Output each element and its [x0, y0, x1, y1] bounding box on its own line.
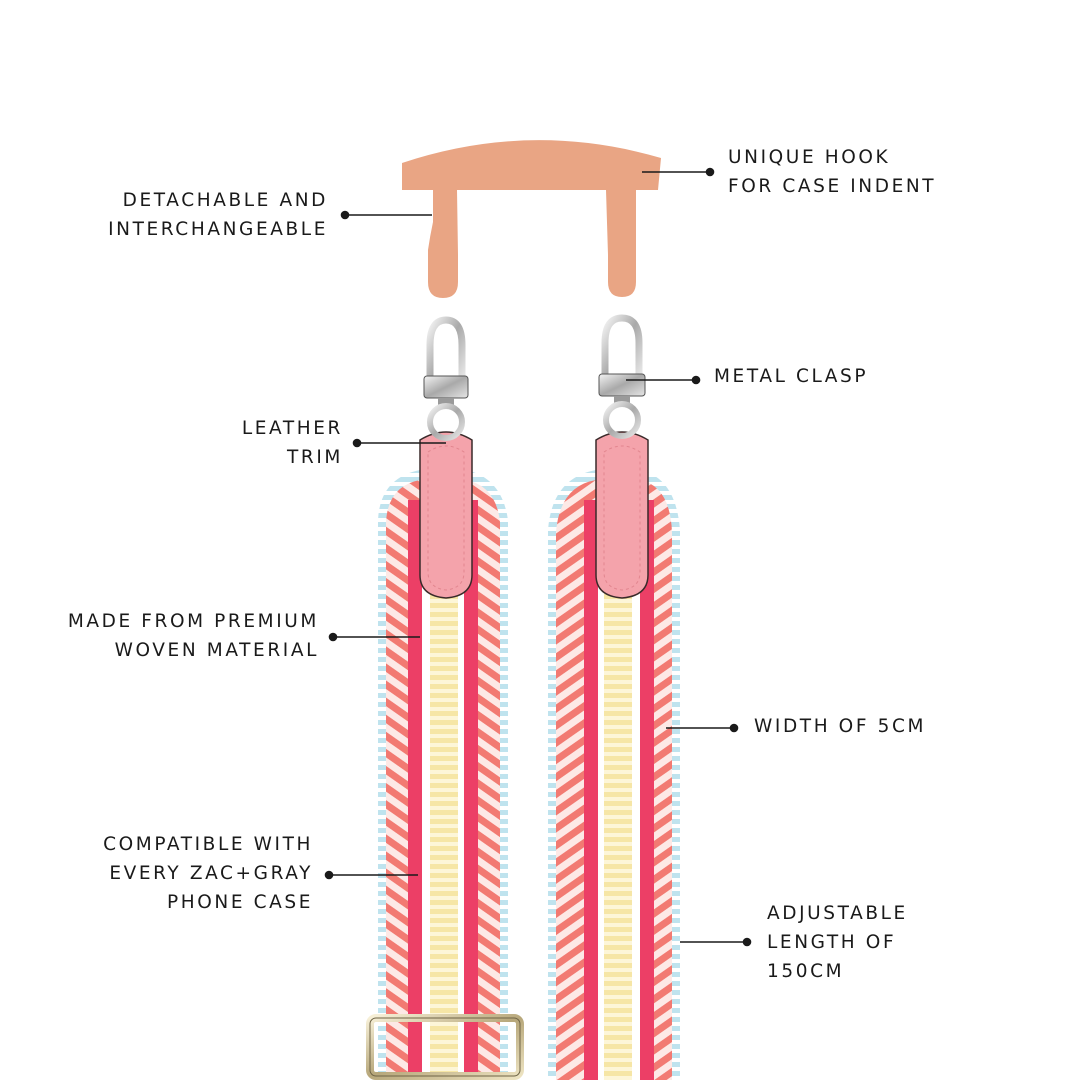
- label-compatible: COMPATIBLE WITH EVERY ZAC+GRAY PHONE CAS…: [103, 834, 313, 913]
- leader-lines: [324, 167, 752, 947]
- label-detachable: DETACHABLE AND INTERCHANGEABLE: [108, 190, 328, 240]
- leather-trim-right: [595, 431, 649, 599]
- woven-strap-left: [378, 470, 508, 1080]
- label-length: ADJUSTABLE LENGTH OF 150CM: [767, 903, 908, 982]
- label-unique-hook: UNIQUE HOOK FOR CASE INDENT: [728, 147, 937, 197]
- phone-hook-icon: [402, 140, 661, 298]
- metal-clasp-right-icon: [598, 314, 646, 439]
- label-width: WIDTH OF 5CM: [754, 716, 927, 737]
- metal-clasp-icon: [423, 316, 469, 441]
- leather-trim-left: [419, 431, 473, 599]
- slider-buckle-icon: [366, 1014, 524, 1080]
- label-leather-trim: LEATHER TRIM: [241, 418, 343, 468]
- label-woven-material: MADE FROM PREMIUM WOVEN MATERIAL: [67, 611, 319, 661]
- label-metal-clasp: METAL CLASP: [714, 366, 869, 387]
